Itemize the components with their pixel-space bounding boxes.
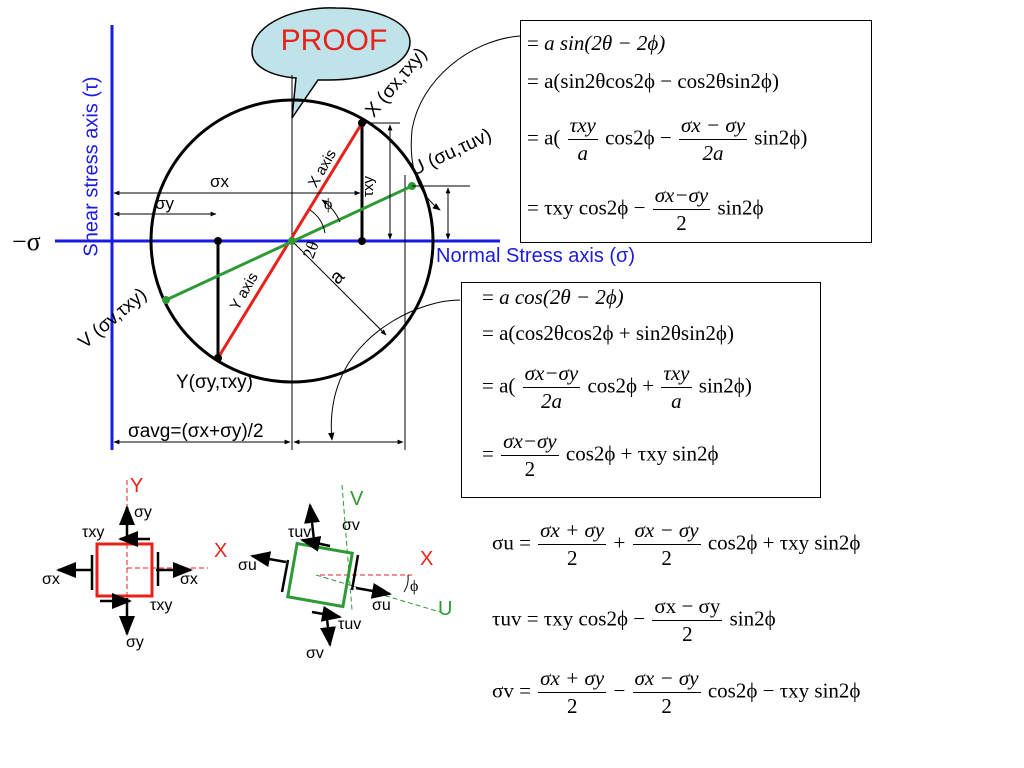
right-tau-top: τuv (288, 524, 312, 541)
phi-angle-label: ϕ (324, 196, 333, 213)
element-y-label: Y (130, 475, 144, 497)
sigma-avg-label: σavg=(σx+σy)/2 (128, 421, 264, 442)
right-stress-element (285, 541, 355, 609)
equation-box-tau: = a sin(2θ − 2ϕ) = a(sin2θcos2ϕ − cos2θs… (520, 20, 872, 243)
mohr-circle (149, 98, 435, 384)
normal-stress-axis-label: Normal Stress axis (σ) (436, 245, 636, 267)
left-stress-element (95, 542, 154, 598)
left-sigma-y-top: σy (134, 504, 152, 521)
eq1-line2: = a(sin2θcos2ϕ − cos2θsin2ϕ) (527, 69, 779, 93)
right-phi-label: ϕ (410, 578, 419, 595)
right-sigma-u-left: σu (238, 557, 257, 574)
left-tau-bottom: τxy (150, 597, 173, 614)
sigma-y-dim-label: σy (155, 194, 174, 213)
sigma-x-dim-label: σx (210, 172, 229, 191)
shear-stress-axis-label: Shear stress axis (τ) (80, 76, 103, 257)
eq1-line1: = a sin(2θ − 2ϕ) (527, 31, 666, 55)
proof-speech-bubble (251, 7, 411, 119)
element-u-label: U (438, 598, 453, 620)
left-tau-top: τxy (82, 524, 105, 541)
right-sigma-v-top: σv (342, 517, 360, 534)
element-right-x-label: X (420, 548, 434, 570)
proof-label: PROOF (280, 24, 388, 57)
negative-sigma-label: −σ (12, 227, 41, 256)
right-tau-bottom: τuv (338, 616, 362, 633)
left-sigma-x-left: σx (42, 571, 60, 588)
eq2-line2: = a(cos2θcos2ϕ + sin2θsin2ϕ) (482, 321, 734, 345)
element-x-label: X (214, 540, 228, 562)
point-y-label: Y(σy,τxy) (176, 372, 253, 393)
eq2-line1: = a cos(2θ − 2ϕ) (482, 285, 624, 309)
right-sigma-u-right: σu (372, 597, 391, 614)
equation-box-sigma: = a cos(2θ − 2ϕ) = a(cos2θcos2ϕ + sin2θs… (461, 282, 821, 498)
left-sigma-y-bottom: σy (126, 634, 144, 651)
tau-xy-dim-label: τxy (359, 176, 377, 197)
left-sigma-x-right: σx (180, 571, 198, 588)
element-v-label: V (350, 488, 364, 510)
right-sigma-v-bottom: σv (306, 645, 324, 662)
